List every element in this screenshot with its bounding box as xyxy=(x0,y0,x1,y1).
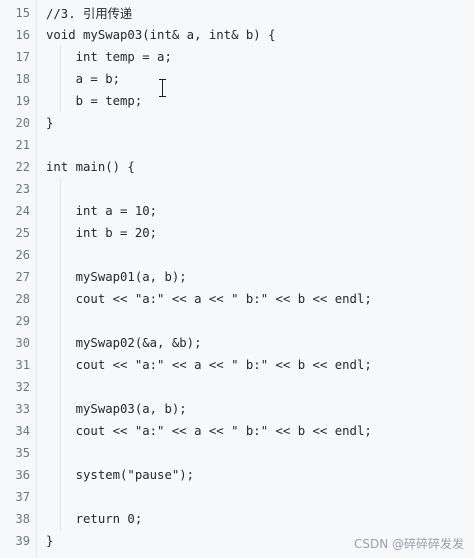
indent-guide xyxy=(60,46,61,112)
code-line[interactable]: 35 xyxy=(0,442,474,464)
line-number: 29 xyxy=(15,314,30,328)
text-cursor-icon xyxy=(158,79,168,97)
line-number: 34 xyxy=(15,424,30,438)
line-number: 15 xyxy=(15,6,30,20)
line-number: 19 xyxy=(15,94,30,108)
watermark: CSDN @碎碎碎发发 xyxy=(353,537,464,551)
line-code: int a = 10; xyxy=(46,204,158,218)
line-code: int temp = a; xyxy=(46,50,172,64)
code-line[interactable]: 22 int main() { xyxy=(0,156,474,178)
code-line[interactable]: 27 mySwap01(a, b); xyxy=(0,266,474,288)
line-code: mySwap01(a, b); xyxy=(46,270,187,284)
line-number: 21 xyxy=(15,138,30,152)
indent-guide xyxy=(60,178,61,530)
code-line[interactable]: 25 int b = 20; xyxy=(0,222,474,244)
line-number: 27 xyxy=(15,270,30,284)
code-line[interactable]: 37 xyxy=(0,486,474,508)
line-number: 36 xyxy=(15,468,30,482)
code-line[interactable]: 34 cout << "a:" << a << " b:" << b << en… xyxy=(0,420,474,442)
line-code: b = temp; xyxy=(46,94,143,108)
line-number: 25 xyxy=(15,226,30,240)
line-number: 18 xyxy=(15,72,30,86)
code-line[interactable]: 24 int a = 10; xyxy=(0,200,474,222)
line-number: 23 xyxy=(15,182,30,196)
code-line[interactable]: 18 a = b; xyxy=(0,68,474,90)
code-line[interactable]: 31 cout << "a:" << a << " b:" << b << en… xyxy=(0,354,474,376)
line-number: 30 xyxy=(15,336,30,350)
line-code: void mySwap03(int& a, int& b) { xyxy=(46,28,276,42)
line-number: 37 xyxy=(15,490,30,504)
line-number: 16 xyxy=(15,28,30,42)
line-code: int b = 20; xyxy=(46,226,158,240)
code-line[interactable]: 38 return 0; xyxy=(0,508,474,530)
line-number: 32 xyxy=(15,380,30,394)
line-code: return 0; xyxy=(46,512,143,526)
line-code: cout << "a:" << a << " b:" << b << endl; xyxy=(46,424,372,438)
code-line[interactable]: 15 //3. 引用传递 xyxy=(0,2,474,24)
code-line[interactable]: 39} xyxy=(0,530,474,552)
code-line[interactable]: 32 xyxy=(0,376,474,398)
line-number: 22 xyxy=(15,160,30,174)
line-number: 28 xyxy=(15,292,30,306)
line-code: system("pause"); xyxy=(46,468,195,482)
line-number: 38 xyxy=(15,512,30,526)
line-number: 17 xyxy=(15,50,30,64)
code-line[interactable]: 26 xyxy=(0,244,474,266)
code-line[interactable]: 29 xyxy=(0,310,474,332)
line-number: 35 xyxy=(15,446,30,460)
line-number: 26 xyxy=(15,248,30,262)
line-number: 31 xyxy=(15,358,30,372)
line-code: cout << "a:" << a << " b:" << b << endl; xyxy=(46,358,372,372)
line-number: 39 xyxy=(15,534,30,548)
line-code: //3. 引用传递 xyxy=(46,7,133,21)
code-line[interactable]: 21 xyxy=(0,134,474,156)
code-line[interactable]: 23 xyxy=(0,178,474,200)
code-line[interactable]: 33 mySwap03(a, b); xyxy=(0,398,474,420)
code-line[interactable]: 20} xyxy=(0,112,474,134)
code-line[interactable]: 16 void mySwap03(int& a, int& b) { xyxy=(0,24,474,46)
line-code: cout << "a:" << a << " b:" << b << endl; xyxy=(46,292,372,306)
code-line[interactable]: 19 b = temp; xyxy=(0,90,474,112)
line-number-gutter xyxy=(0,0,37,558)
code-line[interactable]: 17 int temp = a; xyxy=(0,46,474,68)
code-line[interactable]: 30 mySwap02(&a, &b); xyxy=(0,332,474,354)
code-line[interactable]: 36 system("pause"); xyxy=(0,464,474,486)
line-code: mySwap03(a, b); xyxy=(46,402,187,416)
line-number: 24 xyxy=(15,204,30,218)
line-code: } xyxy=(46,116,54,130)
line-number: 20 xyxy=(15,116,30,130)
line-code: mySwap02(&a, &b); xyxy=(46,336,202,350)
line-code: a = b; xyxy=(46,72,121,86)
line-number: 33 xyxy=(15,402,30,416)
code-line[interactable]: 28 cout << "a:" << a << " b:" << b << en… xyxy=(0,288,474,310)
line-code: } xyxy=(46,534,54,548)
line-code: int main() { xyxy=(46,160,135,174)
